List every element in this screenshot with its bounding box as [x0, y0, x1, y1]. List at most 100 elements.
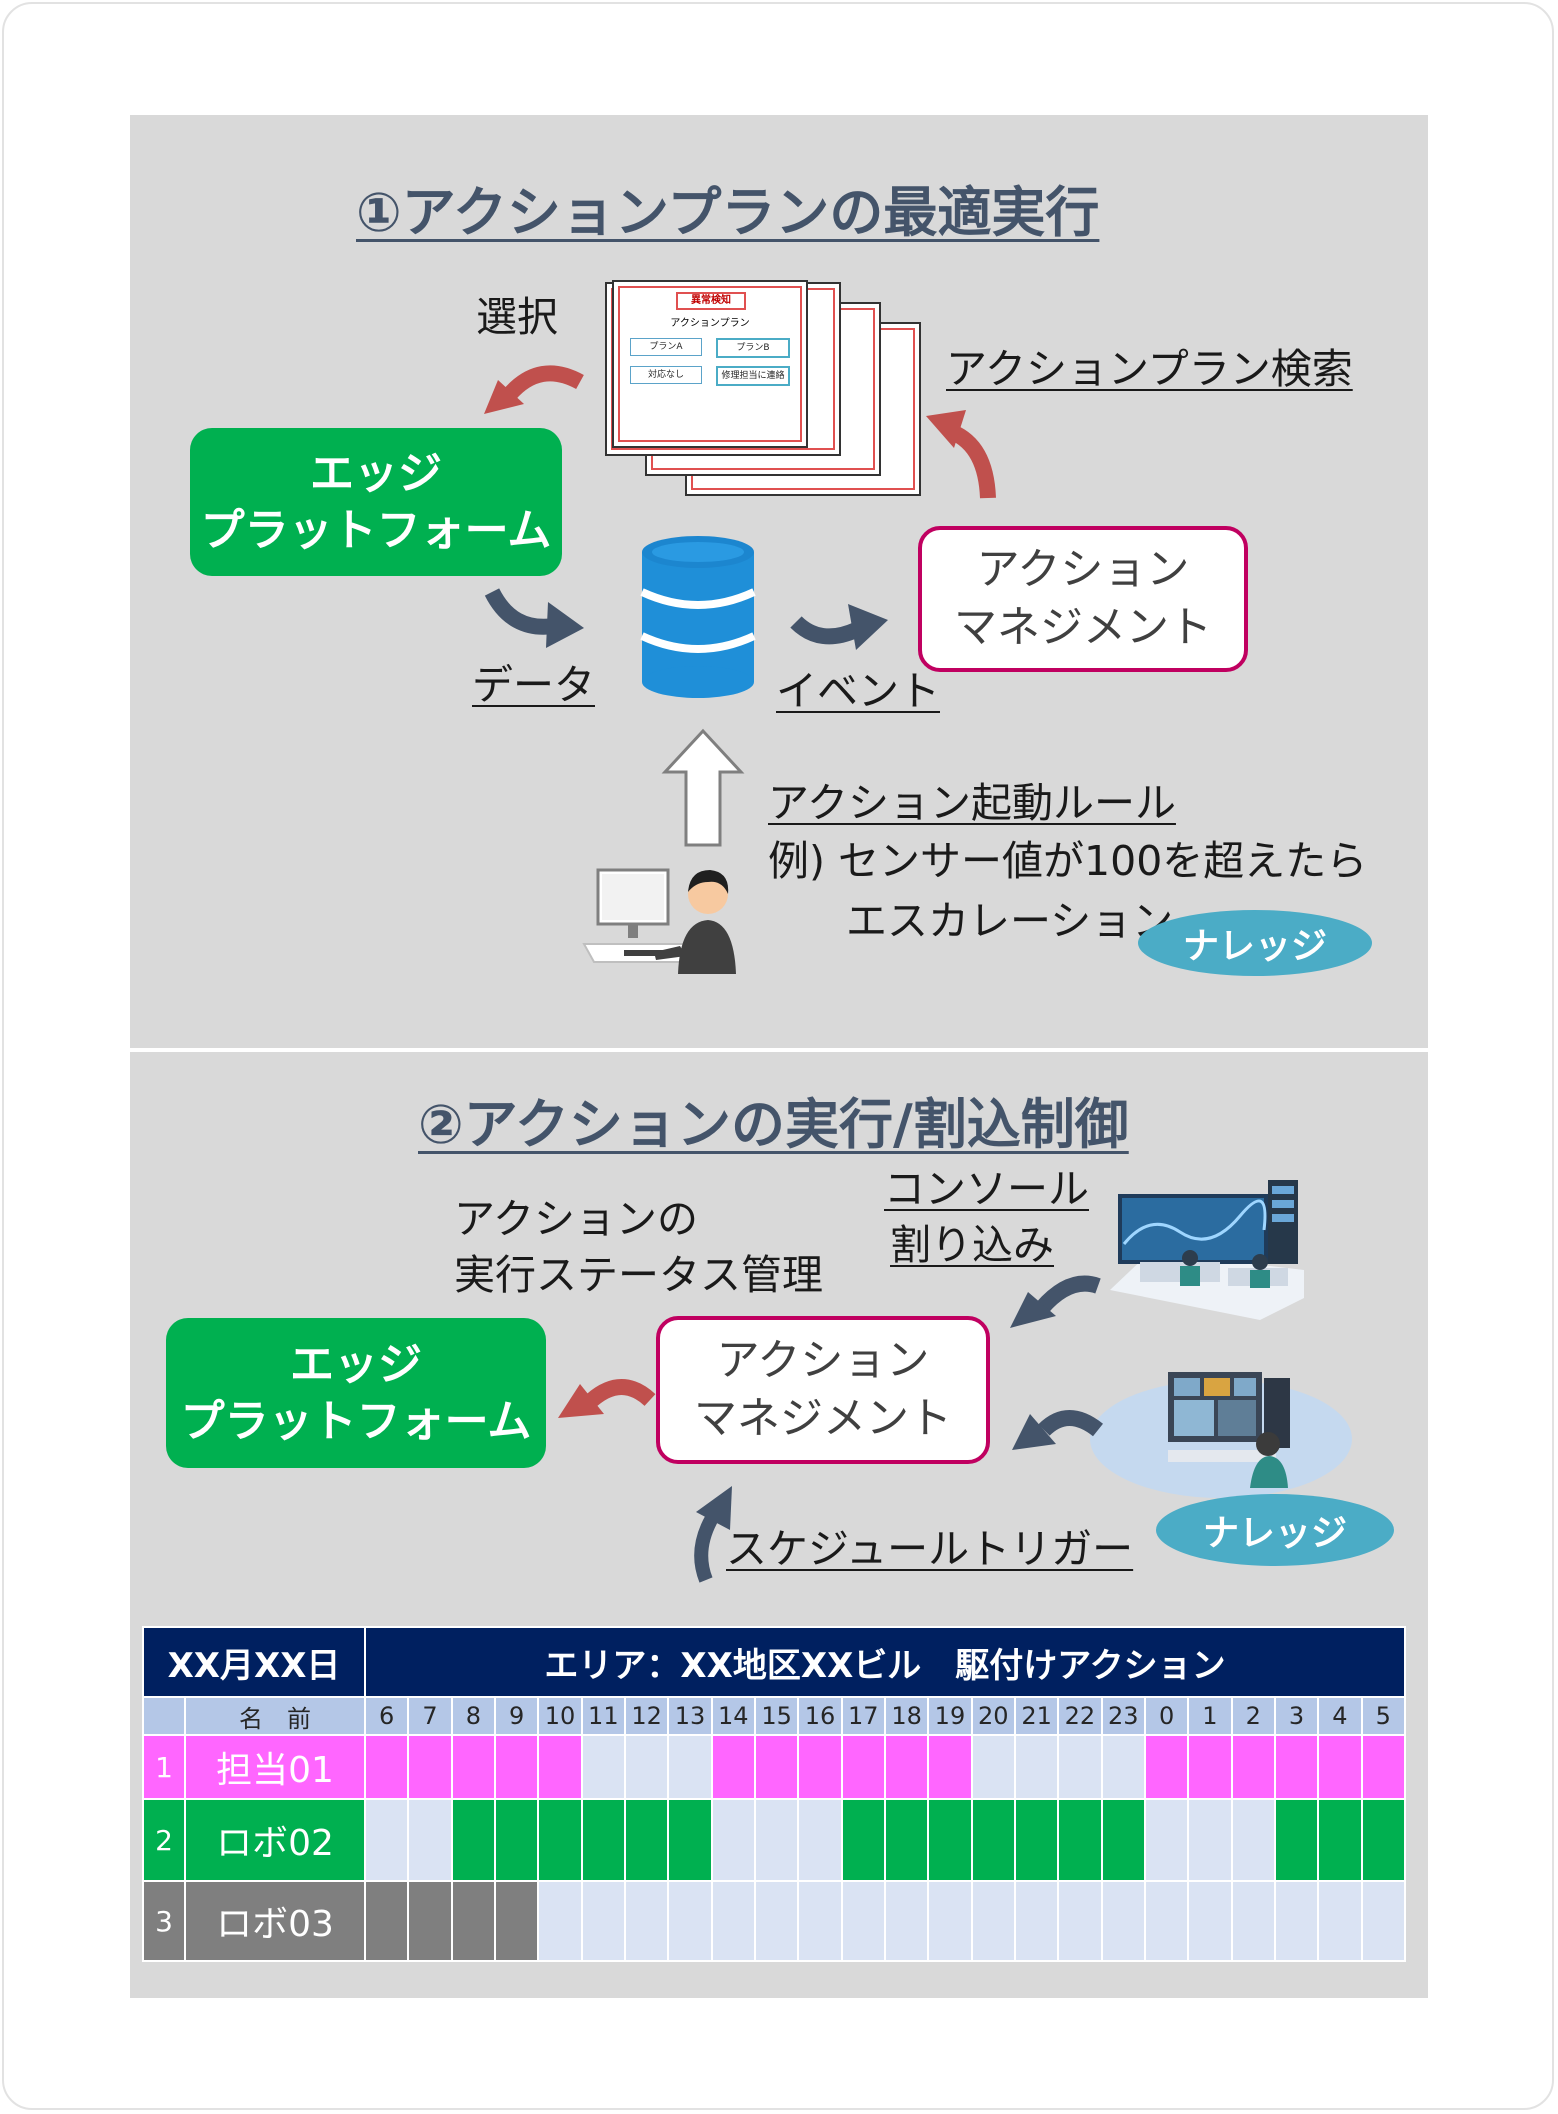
- schedule-cell: [1360, 1880, 1407, 1962]
- plan-b-button: プランB: [716, 338, 790, 358]
- hour-header-22: 22: [1057, 1696, 1103, 1736]
- schedule-cell: [450, 1880, 497, 1962]
- schedule-cell: [1057, 1798, 1103, 1882]
- schedule-cell: [927, 1734, 973, 1800]
- schedule-cell: [1273, 1880, 1320, 1962]
- row-name: ロボ02: [183, 1798, 367, 1882]
- hour-header-19: 19: [927, 1696, 973, 1736]
- database-icon: [640, 536, 756, 698]
- schedule-cell: [623, 1798, 670, 1882]
- schedule-cell: [1317, 1798, 1363, 1882]
- status-arrow-icon: [558, 1379, 656, 1418]
- knowledge-badge-1: ナレッジ: [1138, 910, 1372, 976]
- schedule-cell: [1360, 1798, 1407, 1882]
- schedule-cell: [537, 1798, 583, 1882]
- schedule-cell: [1230, 1798, 1276, 1882]
- schedule-cell: [1187, 1798, 1233, 1882]
- schedule-cell: [1143, 1734, 1190, 1800]
- schedule-cell: [493, 1798, 540, 1882]
- schedule-area: エリア：XX地区XXビル 駆付けアクション: [364, 1626, 1406, 1698]
- no-action-button: 対応なし: [630, 366, 702, 384]
- knowledge-badge-2: ナレッジ: [1156, 1494, 1394, 1566]
- schedule-cell: [970, 1734, 1016, 1800]
- schedule-cell: [797, 1734, 843, 1800]
- schedule-cell: [1273, 1798, 1320, 1882]
- schedule-cell: [1360, 1734, 1407, 1800]
- event-label: イベント: [776, 667, 940, 715]
- schedule-cell: [840, 1798, 886, 1882]
- action-rule-title: アクション起動ルール: [768, 779, 1176, 827]
- select-label: 選択: [476, 293, 558, 341]
- schedule-cell: [883, 1798, 930, 1882]
- schedule-cell: [797, 1880, 843, 1962]
- schedule-cell: [1230, 1734, 1276, 1800]
- schedule-cell: [970, 1798, 1016, 1882]
- schedule-cell: [753, 1798, 800, 1882]
- row-name: 担当01: [183, 1734, 367, 1800]
- schedule-cell: [623, 1734, 670, 1800]
- plan-card-heading: アクションプラン: [670, 318, 750, 329]
- schedule-cell: [580, 1734, 626, 1800]
- schedule-header-row: XX月XX日 エリア：XX地区XXビル 駆付けアクション: [141, 1626, 1406, 1698]
- select-arrow-icon: [484, 365, 584, 414]
- schedule-cell: [364, 1880, 410, 1962]
- hour-header-4: 4: [1317, 1696, 1363, 1736]
- hour-header-12: 12: [623, 1696, 670, 1736]
- row-number-header: [142, 1696, 186, 1736]
- operator-desk-icon: [1168, 1372, 1290, 1488]
- schedule-cell: [364, 1734, 410, 1800]
- schedule-cell: [493, 1880, 540, 1962]
- schedule-cell: [407, 1880, 453, 1962]
- schedule-cell: [1187, 1734, 1233, 1800]
- schedule-cell: [493, 1734, 540, 1800]
- schedule-cell: [797, 1798, 843, 1882]
- schedule-cell: [667, 1734, 713, 1800]
- row-number: 3: [142, 1880, 186, 1962]
- row-number: 1: [142, 1734, 186, 1800]
- schedule-cell: [1013, 1734, 1060, 1800]
- hour-header-5: 5: [1360, 1696, 1407, 1736]
- schedule-cell: [1013, 1798, 1060, 1882]
- hour-header-15: 15: [753, 1696, 800, 1736]
- schedule-date: XX月XX日: [141, 1626, 367, 1698]
- schedule-trigger-label: スケジュールトリガー: [726, 1525, 1134, 1573]
- schedule-cell: [450, 1734, 497, 1800]
- schedule-cell: [1143, 1880, 1190, 1962]
- schedule-cell: [1317, 1880, 1363, 1962]
- schedule-cell: [1100, 1798, 1146, 1882]
- schedule-cell: [1057, 1880, 1103, 1962]
- schedule-cell: [1143, 1798, 1190, 1882]
- hour-header-20: 20: [970, 1696, 1016, 1736]
- plan-search-label: アクションプラン検索: [946, 345, 1353, 393]
- schedule-cell: [710, 1880, 756, 1962]
- schedule-cell: [580, 1880, 626, 1962]
- name-header: 名 前: [183, 1696, 367, 1736]
- hour-header-16: 16: [797, 1696, 843, 1736]
- schedule-cell: [753, 1734, 800, 1800]
- search-arrow-icon: [926, 410, 996, 499]
- edge-box2-line2: プラットフォーム: [180, 1396, 532, 1447]
- action-plan-card: 異常検知 アクションプラン プランA プランB 対応なし 修理担当に連絡: [612, 280, 808, 448]
- schedule-cell: [537, 1880, 583, 1962]
- schedule-cell: [667, 1880, 713, 1962]
- action-management-box: アクション マネジメント: [918, 526, 1248, 672]
- hour-header-6: 6: [364, 1696, 410, 1736]
- mgmt-box2-line2: マネジメント: [694, 1394, 952, 1444]
- action-management-box-2: アクション マネジメント: [656, 1316, 990, 1464]
- schedule-cell: [840, 1880, 886, 1962]
- console-label-line1: コンソール: [884, 1165, 1089, 1213]
- event-arrow-icon: [790, 604, 888, 650]
- schedule-cell: [970, 1880, 1016, 1962]
- status-label-line2: 実行ステータス管理: [454, 1251, 823, 1299]
- schedule-cell: [623, 1880, 670, 1962]
- hour-header-14: 14: [710, 1696, 756, 1736]
- schedule-cell: [407, 1798, 453, 1882]
- edge-box-line1: エッジ: [310, 447, 442, 499]
- schedule-cell: [1273, 1734, 1320, 1800]
- schedule-cell: [667, 1798, 713, 1882]
- console-label-line2: 割り込み: [890, 1221, 1054, 1269]
- hour-header-8: 8: [450, 1696, 497, 1736]
- schedule-arrow-icon: [694, 1486, 732, 1583]
